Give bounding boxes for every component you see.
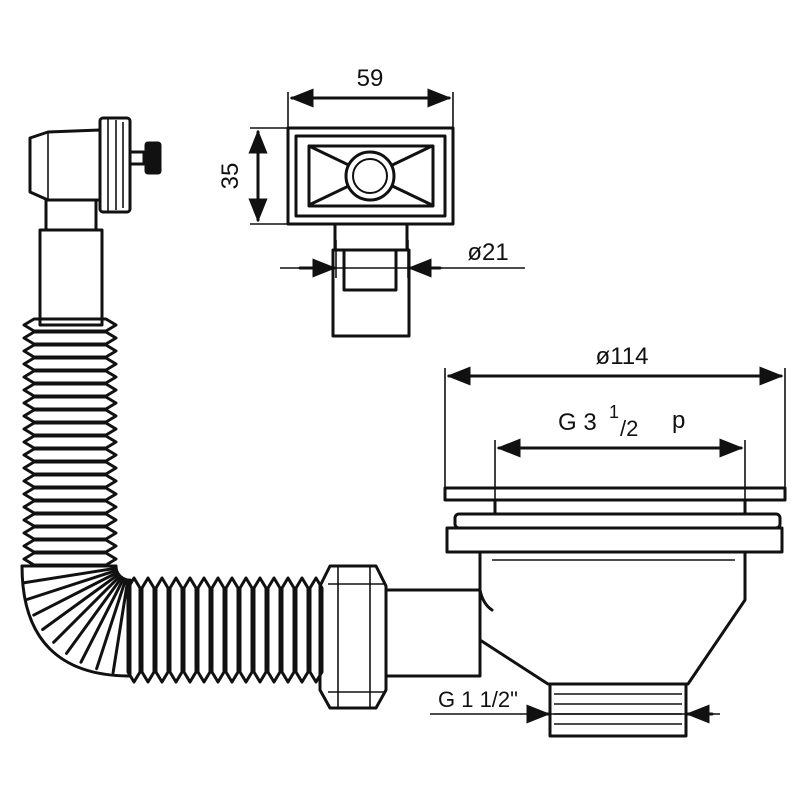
dimension-35: 35	[217, 127, 288, 225]
hose-rib	[22, 460, 118, 476]
hose-bend-rib	[79, 576, 126, 664]
label-59: 59	[357, 65, 384, 92]
hose-rib	[196, 576, 212, 684]
corrugated-hose-bend	[20, 564, 132, 678]
hose-bend-rib	[41, 572, 121, 631]
overflow-fitting	[28, 116, 162, 327]
outlet-pipe	[384, 588, 482, 678]
label-thread-frac-den: /2	[620, 416, 638, 441]
cover-grille	[307, 144, 435, 208]
hose-bend-rib	[32, 570, 120, 617]
dimension-59: 59	[287, 65, 454, 128]
label-thread-g3: G 3	[558, 409, 597, 436]
dimension-g3-1-2: G 3 1 /2 p	[494, 402, 746, 500]
corrugated-hose-vertical	[22, 317, 118, 567]
hose-rib	[22, 330, 118, 346]
hose-rib	[224, 576, 240, 684]
corrugated-hose-horizontal	[126, 576, 324, 684]
strainer-body	[478, 550, 747, 686]
strainer-rim-plate	[443, 486, 787, 502]
union-nut	[318, 564, 388, 710]
hose-rib	[280, 576, 296, 684]
label-thread-g1-1-2: G 1 1/2"	[438, 687, 518, 712]
hose-rib	[126, 576, 142, 684]
hose-rib	[140, 576, 156, 684]
label-dia-21: ø21	[467, 239, 508, 266]
cover-frame-inner	[294, 134, 447, 218]
hose-rib	[238, 576, 254, 684]
hose-bend-inner	[114, 564, 132, 586]
strainer-lock-nut	[445, 526, 784, 554]
hose-rib	[210, 576, 226, 684]
hose-rib	[22, 538, 118, 554]
cover-spigot-bore	[342, 248, 398, 292]
hose-rib	[154, 576, 170, 684]
hose-rib	[22, 447, 118, 463]
cover-neck-flange	[333, 222, 409, 252]
hose-rib	[22, 473, 118, 489]
overflow-knob-stem	[128, 150, 146, 166]
hose-bend-rib	[111, 578, 130, 675]
hose-rib	[22, 512, 118, 528]
cover-center-hole	[352, 158, 388, 194]
overflow-tube-straight	[38, 228, 104, 327]
label-thread-frac-num: 1	[609, 402, 619, 422]
hose-rib	[22, 356, 118, 372]
hose-rib	[252, 576, 268, 684]
hose-rib	[22, 499, 118, 515]
hose-rib	[22, 382, 118, 398]
dimension-21: ø21	[280, 239, 525, 278]
hose-rib	[168, 576, 184, 684]
hose-bend-rib	[25, 568, 119, 601]
overflow-cover-detail	[286, 126, 455, 338]
hose-rib	[308, 576, 324, 684]
hose-bend-rib	[65, 575, 124, 655]
overflow-knob	[144, 141, 162, 175]
strainer-gasket	[453, 512, 782, 530]
hose-bend-rib	[52, 574, 122, 644]
label-35: 35	[217, 163, 244, 190]
hose-rib	[22, 525, 118, 541]
hose-rib	[22, 486, 118, 502]
hose-rib	[22, 421, 118, 437]
hose-rib	[294, 576, 310, 684]
hose-rib	[22, 343, 118, 359]
hose-rib	[22, 408, 118, 424]
union-nut-assembly	[318, 564, 494, 710]
strainer-outlet-thread	[548, 682, 688, 738]
hose-rib	[22, 551, 118, 567]
hose-rib	[22, 395, 118, 411]
hose-rib	[182, 576, 198, 684]
hose-rib	[22, 369, 118, 385]
hose-bend-rib	[95, 577, 128, 671]
dimension-114: ø114	[444, 343, 786, 488]
hose-bend-rib	[21, 566, 118, 585]
overflow-neck	[44, 198, 98, 232]
hose-rib	[22, 434, 118, 450]
strainer-thread-collar	[493, 498, 747, 516]
overflow-flange	[98, 116, 132, 214]
hose-bend-outer	[20, 564, 132, 678]
dimension-g1-1-2: G 1 1/2"	[430, 687, 720, 724]
label-thread-p: p	[672, 407, 685, 434]
hose-rib	[266, 576, 282, 684]
overflow-elbow-body	[28, 128, 102, 202]
label-dia-114: ø114	[596, 343, 649, 370]
